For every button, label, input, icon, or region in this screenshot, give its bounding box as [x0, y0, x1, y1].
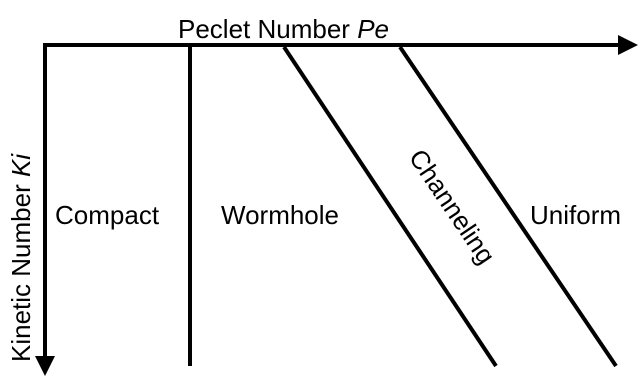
- region-label-wormhole: Wormhole: [221, 200, 339, 230]
- region-label-uniform: Uniform: [530, 200, 621, 230]
- wormhole-channeling-boundary: [282, 45, 498, 368]
- region-label-compact: Compact: [55, 200, 160, 230]
- x-axis-label: Peclet Number Pe: [178, 14, 389, 44]
- y-axis-label: Kinetic Number Ki: [6, 153, 36, 362]
- channeling-uniform-boundary: [398, 45, 618, 368]
